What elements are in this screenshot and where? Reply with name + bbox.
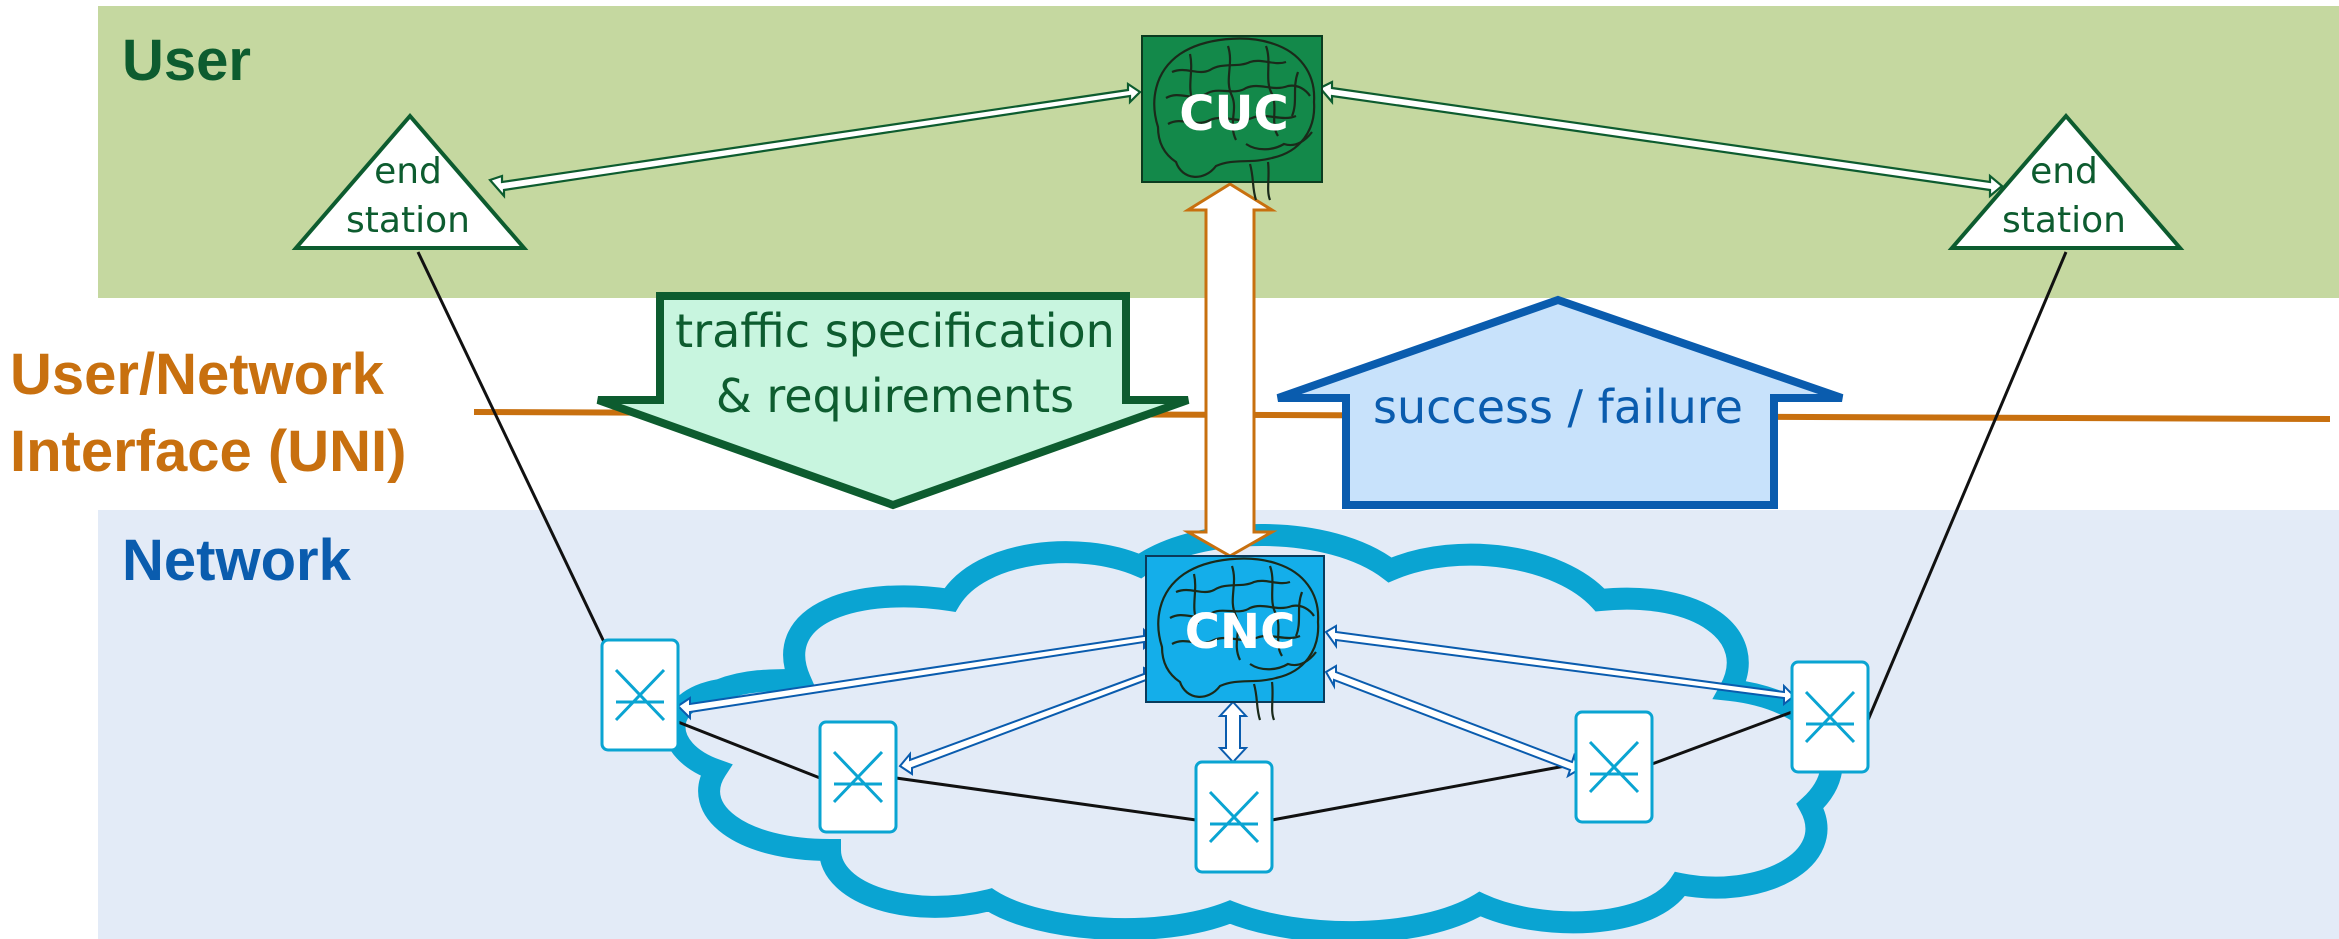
cnc-label: CNC [1185,604,1296,660]
switch-icon [1194,760,1274,874]
end-station-left-line1: end [374,151,442,192]
traffic-spec-arrow: traffic specification & requirements [596,292,1190,510]
traffic-spec-line2: & requirements [716,369,1074,423]
traffic-spec-line1: traffic specification [675,304,1115,358]
end-station-right: end station [1947,112,2185,250]
end-station-right-line2: station [2002,200,2126,241]
switch-icon [818,720,898,834]
end-station-right-line1: end [2030,151,2098,192]
switch-1 [600,638,680,752]
cuc-node: CUC [1141,35,1323,202]
switch-5 [1790,660,1870,774]
uni-label-line2: Interface (UNI) [10,419,406,484]
cnc-node: CNC [1145,555,1325,722]
cuc-label: CUC [1179,86,1288,142]
network-zone-label: Network [122,528,352,593]
result-arrow: success / failure [1276,295,1844,509]
uni-label-line1: User/Network [10,342,385,407]
physical-links [416,251,2068,822]
user-zone-label: User [122,28,251,93]
switch-icon [1574,710,1654,824]
switch-icon [1790,660,1870,774]
cuc-endstation-links [488,80,2004,199]
switch-icon [600,638,680,752]
switch-2 [818,720,898,834]
network-cloud [663,524,1843,939]
switch-4 [1574,710,1654,824]
switch-3 [1194,760,1274,874]
end-station-left: end station [291,112,529,250]
result-text: success / failure [1373,380,1743,434]
end-station-left-line2: station [346,200,470,241]
cnc-switch-links [676,624,1796,779]
